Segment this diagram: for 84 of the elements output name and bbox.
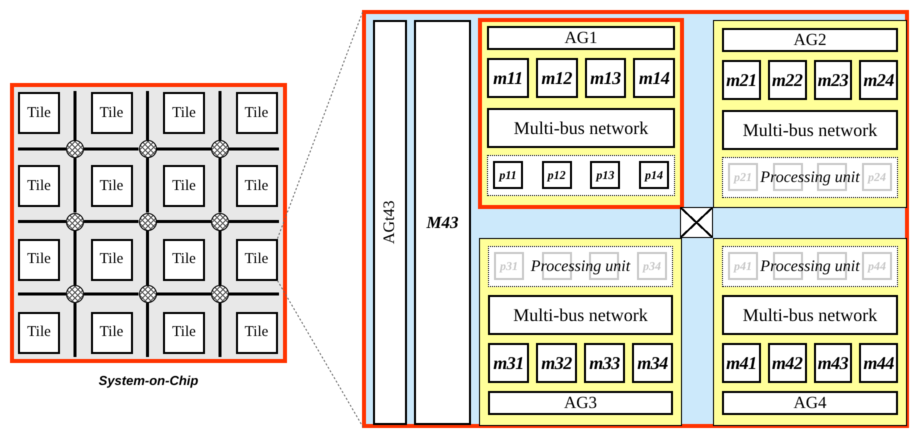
processing-unit-box	[722, 157, 898, 198]
tile-box: Tile	[236, 92, 278, 134]
processing-unit-box	[487, 155, 675, 196]
router-node	[211, 285, 229, 303]
tile-box: Tile	[90, 92, 132, 134]
bus-line	[156, 220, 211, 223]
group-title: AG2	[722, 28, 898, 52]
group-panel	[713, 238, 907, 426]
bus-line	[74, 158, 76, 212]
processing-unit-box	[722, 246, 898, 287]
tile-box: Tile	[90, 165, 132, 208]
bus-line	[156, 292, 211, 296]
router-node	[211, 212, 229, 230]
bus-line	[74, 230, 76, 285]
group-title: AG3	[488, 391, 673, 415]
tile-box: Tile	[90, 312, 132, 354]
processor-box: p11	[493, 161, 523, 189]
tile-box: Tile	[18, 238, 60, 281]
bus-line	[146, 158, 149, 212]
network-box: Multi-bus network	[722, 110, 898, 150]
bus-line	[84, 148, 138, 150]
leader-line	[277, 10, 364, 240]
tile-box: Tile	[18, 165, 60, 208]
vertical-box: M43	[414, 20, 471, 425]
unit-label: Processing unit	[530, 258, 630, 276]
unit-label: Processing unit	[760, 258, 860, 276]
group-panel	[713, 20, 907, 208]
memory-box: m43	[814, 343, 852, 383]
group-panel	[478, 18, 684, 209]
memory-box: m31	[488, 343, 529, 383]
group-title: AG4	[722, 391, 898, 415]
tile-box: Tile	[163, 312, 205, 354]
group-title: AG1	[487, 26, 675, 50]
bus-line	[84, 220, 138, 223]
bus-line	[218, 230, 222, 285]
memory-box: m14	[633, 58, 675, 98]
bus-line	[218, 158, 222, 212]
memory-box: m13	[584, 58, 626, 98]
tile-box: Tile	[236, 238, 278, 281]
network-box: Multi-bus network	[487, 108, 675, 148]
memory-box: m21	[722, 60, 761, 100]
bus-line	[156, 148, 211, 150]
memory-box: m23	[814, 60, 852, 100]
memory-box: m42	[768, 343, 806, 383]
router-node	[138, 212, 156, 230]
bus-line	[146, 230, 149, 285]
memory-box: m11	[487, 58, 529, 98]
processor-box: p12	[542, 161, 572, 189]
memory-box: m22	[768, 60, 806, 100]
unit-label: Processing unit	[760, 168, 860, 186]
processing-unit-box	[488, 246, 673, 287]
network-box: Multi-bus network	[488, 295, 673, 335]
processor-box: p13	[590, 161, 620, 189]
router-node	[66, 140, 84, 158]
vertical-box: AGt43	[373, 20, 407, 425]
tile-box: Tile	[18, 312, 60, 354]
memory-box: m44	[859, 343, 898, 383]
chip-name-label: System-on-Chip	[98, 373, 200, 388]
tile-box: Tile	[18, 92, 60, 134]
memory-box: m34	[632, 343, 673, 383]
router-node	[66, 285, 84, 303]
memory-box: m41	[722, 343, 761, 383]
tile-box: Tile	[90, 238, 132, 281]
zoom-frame	[362, 10, 909, 428]
router-node	[66, 212, 84, 230]
soc-frame	[10, 83, 287, 363]
router-node	[138, 140, 156, 158]
tile-box: Tile	[163, 238, 205, 281]
bus-line	[84, 292, 138, 296]
leader-line	[277, 280, 364, 428]
network-box: Multi-bus network	[722, 295, 898, 335]
crossbar-switch	[680, 207, 713, 238]
router-node	[138, 285, 156, 303]
group-panel	[479, 238, 682, 426]
tile-box: Tile	[236, 165, 278, 208]
tile-box: Tile	[163, 165, 205, 208]
tile-box: Tile	[236, 312, 278, 354]
memory-box: m24	[859, 60, 898, 100]
tile-box: Tile	[163, 92, 205, 134]
memory-box: m12	[536, 58, 578, 98]
memory-box: m32	[536, 343, 577, 383]
router-node	[211, 140, 229, 158]
processor-box: p14	[639, 161, 669, 189]
memory-box: m33	[584, 343, 625, 383]
